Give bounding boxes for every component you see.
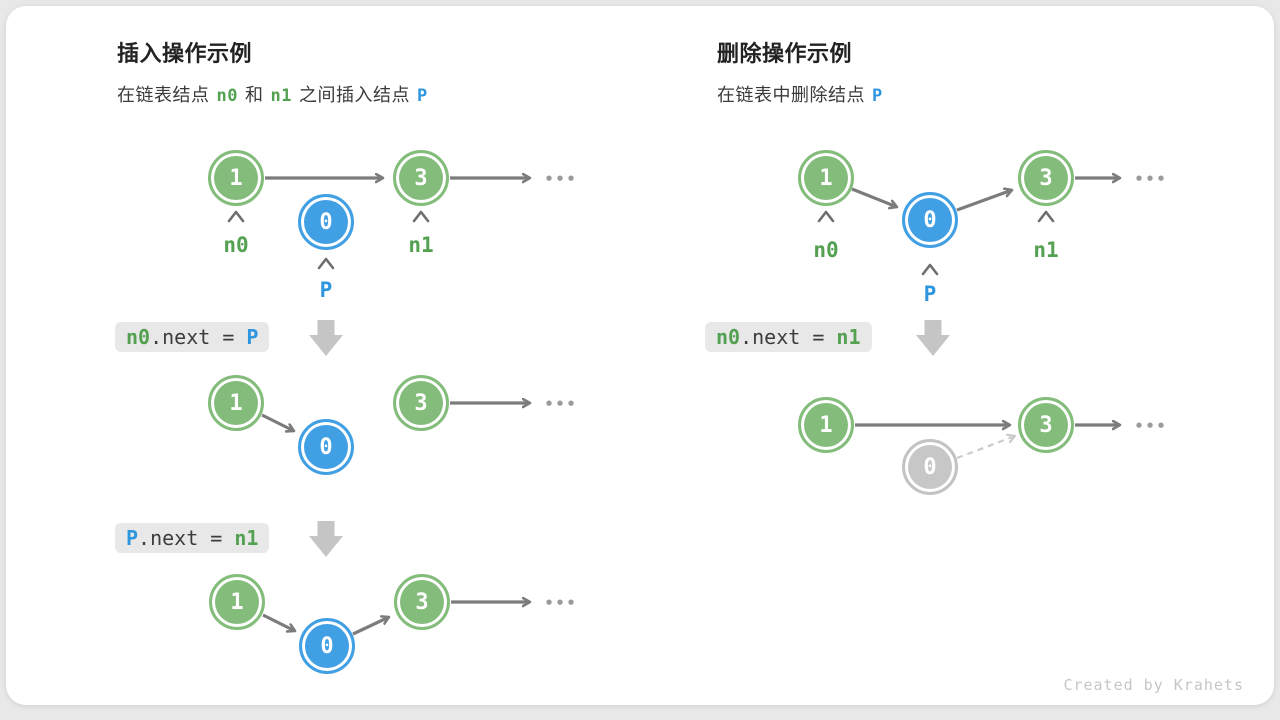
credit-text: Created by Krahets <box>1063 676 1244 694</box>
arrow-delete2-p-n1-dashed <box>956 436 1015 460</box>
arrow-insert2-n0-p <box>261 413 294 431</box>
subtitle-text: 和 <box>244 85 264 105</box>
arrow-insert3-n0-p <box>262 613 295 631</box>
delete-title: 删除操作示例 <box>717 41 853 66</box>
insert-title: 插入操作示例 <box>117 41 253 66</box>
ellipsis: ••• <box>544 170 578 188</box>
code-var: P <box>246 325 259 349</box>
code-var: n1 <box>234 526 259 550</box>
code-text: .next = <box>138 526 235 550</box>
down-arrow-icon <box>309 320 343 356</box>
node-value-1: 1 <box>798 397 854 453</box>
insert-subtitle: 在链表结点 n0 和 n1 之间插入结点 P <box>117 81 435 107</box>
node-value-3: 3 <box>1018 150 1074 206</box>
pointer-up-icon <box>921 263 939 276</box>
code-n0-next-p: n0.next = P <box>115 322 270 352</box>
down-arrow-icon <box>309 521 343 557</box>
node-value-1: 1 <box>798 150 854 206</box>
pointer-up-icon <box>227 210 245 223</box>
ellipsis: ••• <box>1134 417 1168 435</box>
delete-subtitle: 在链表中删除结点 P <box>717 81 890 107</box>
node-value-3: 3 <box>393 375 449 431</box>
inline-code-p: P <box>416 86 428 106</box>
delete-section-header: 删除操作示例 在链表中删除结点 P <box>717 36 890 107</box>
code-p-next-n1: P.next = n1 <box>115 523 270 553</box>
arrow-delete1-n0-p <box>851 187 897 207</box>
node-value-3: 3 <box>393 150 449 206</box>
pointer-up-icon <box>817 210 835 223</box>
ellipsis: ••• <box>1134 170 1168 188</box>
arrow-insert3-p-n1 <box>352 617 389 636</box>
code-text: .next = <box>740 325 837 349</box>
label-n1: n1 <box>1033 238 1059 262</box>
node-value-0-removed: 0 <box>902 439 958 495</box>
code-var: n0 <box>716 325 741 349</box>
node-value-0: 0 <box>298 419 354 475</box>
code-var: P <box>126 526 139 550</box>
label-p: P <box>319 278 333 302</box>
ellipsis: ••• <box>544 594 578 612</box>
inline-code-n1: n1 <box>270 86 292 106</box>
node-value-1: 1 <box>208 150 264 206</box>
node-value-1: 1 <box>208 375 264 431</box>
code-text: .next = <box>150 325 247 349</box>
label-n0: n0 <box>223 233 249 257</box>
pointer-up-icon <box>1037 210 1055 223</box>
node-value-1: 1 <box>209 574 265 630</box>
node-value-0: 0 <box>299 618 355 674</box>
subtitle-text: 之间插入结点 <box>298 85 410 105</box>
code-var: n1 <box>836 325 861 349</box>
code-var: n0 <box>126 325 151 349</box>
pointer-up-icon <box>412 210 430 223</box>
node-value-3: 3 <box>1018 397 1074 453</box>
inline-code-p: P <box>872 86 883 106</box>
inline-code-n0: n0 <box>216 86 238 106</box>
code-n0-next-n1: n0.next = n1 <box>705 322 872 352</box>
label-p: P <box>923 282 937 306</box>
label-n0: n0 <box>813 238 839 262</box>
down-arrow-icon <box>916 320 950 356</box>
ellipsis: ••• <box>544 395 578 413</box>
label-n1: n1 <box>408 233 434 257</box>
arrow-delete1-p-n1 <box>956 190 1012 212</box>
node-value-0: 0 <box>298 194 354 250</box>
subtitle-text: 在链表结点 <box>117 85 210 105</box>
insert-section-header: 插入操作示例 在链表结点 n0 和 n1 之间插入结点 P <box>117 36 435 107</box>
subtitle-text: 在链表中删除结点 <box>717 85 865 105</box>
node-value-0: 0 <box>902 192 958 248</box>
pointer-up-icon <box>317 257 335 270</box>
node-value-3: 3 <box>394 574 450 630</box>
